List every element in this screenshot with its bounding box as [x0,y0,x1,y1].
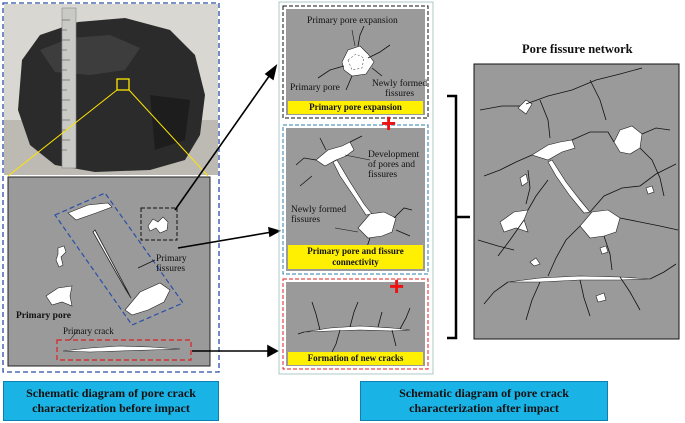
ruler [61,7,77,169]
photo-selection-box [116,78,130,91]
annot-primary-pore-expansion: Primary pore expansion [307,16,398,26]
connector-arrows [174,63,282,358]
pore-in-box [147,216,169,234]
primary-crack-box [56,339,192,361]
annot-newly-formed-2: Newly formed fissures [291,205,347,225]
coal-shadow [150,95,190,150]
box2-leader-development [344,154,371,161]
zoom-line-left [7,89,118,177]
zoom-line-right [128,89,209,177]
primary-fissure-shape-1 [67,202,113,221]
annot-development: Development of pores and fissures [368,150,420,180]
label-primary-pore: Primary pore [16,311,71,321]
middle-box-1-frame [282,5,429,119]
label-primary-fissures: Primary fissures [156,254,187,274]
plus-icon-2: + [389,271,405,301]
box2-leader-new-fissures [334,227,359,233]
annot-newly-formed-1: Newly formed fissures [372,79,428,99]
title-pore-fissure-network: Pore fissure network [522,42,633,56]
banner-formation-new-cracks: Formation of new cracks [288,352,423,365]
annot-primary-pore: Primary pore [290,83,340,93]
caption-after-impact: Schematic diagram of pore crack characte… [360,381,608,421]
bracket [447,94,458,340]
box1-fissures [317,25,391,91]
middle-box-2-frame [282,124,429,275]
box3-fissures [297,301,411,353]
leader-primary-fissures [137,259,156,269]
box2-pore-top [315,141,355,167]
network-pores [499,99,655,303]
banner-primary-pore-expansion: Primary pore expansion [288,101,423,114]
caption-before-impact: Schematic diagram of pore crack characte… [3,381,219,421]
expanded-pore [341,45,375,77]
box2-pore-bottom [357,211,397,239]
leader-primary-crack [69,329,79,341]
ruler-ticks [62,19,70,151]
primary-fissure-shape-2 [124,282,171,316]
left-outer-frame [2,2,220,373]
primary-fissure-line [92,229,132,299]
banner-pore-fissure-connectivity: Primary pore and fissure connectivity [288,245,423,269]
label-primary-crack: Primary crack [63,326,114,336]
primary-crack-shape [62,345,181,353]
box1-leader-expansion [351,29,356,47]
original-pore-outline [347,53,365,71]
fissure-zone-box [54,192,184,326]
plus-icon-1: + [381,108,397,138]
network-fissures [477,67,679,321]
primary-pore-shape [45,285,73,307]
box2-connected-fissure [332,159,373,216]
middle-box-3-frame [282,278,429,370]
small-pore-1 [55,245,67,268]
middle-outer-frame [278,1,434,375]
pore-zoom-box [140,207,178,241]
